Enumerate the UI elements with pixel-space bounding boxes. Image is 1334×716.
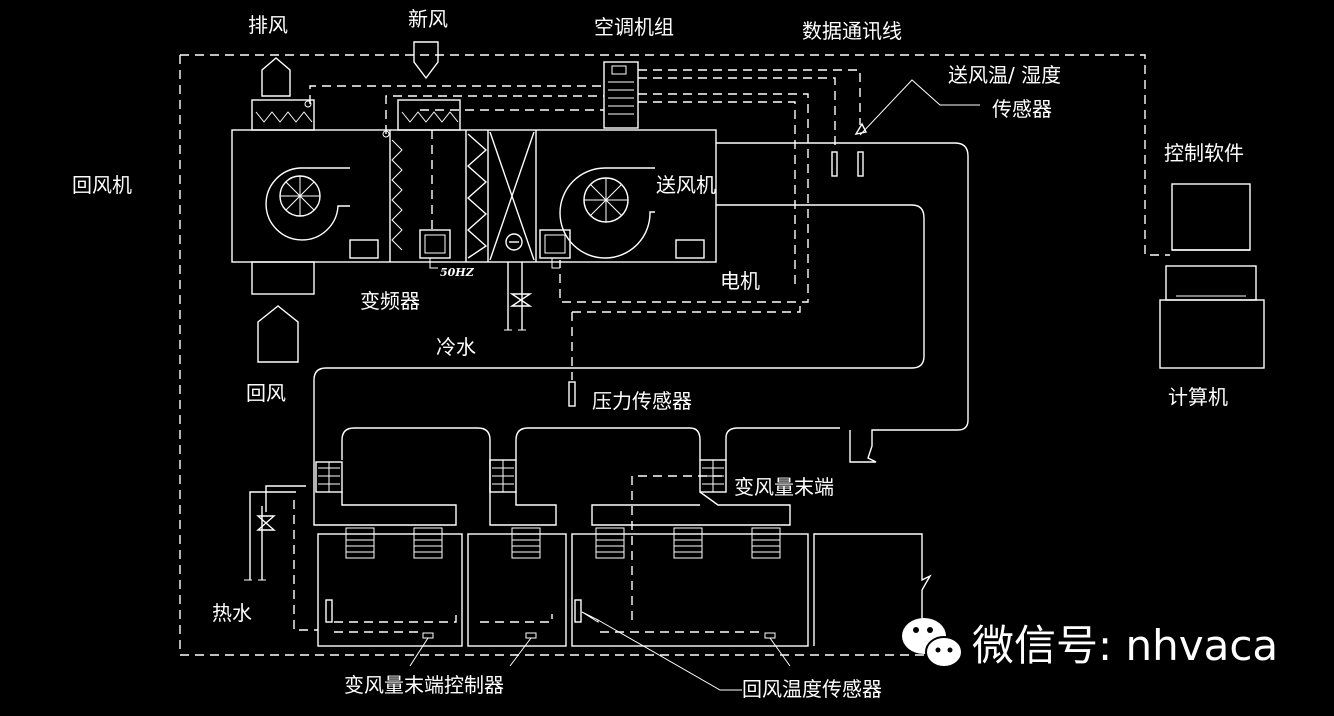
return-fan bbox=[265, 167, 379, 259]
supply-duct-main bbox=[313, 142, 969, 470]
return-air-duct bbox=[251, 261, 315, 363]
wechat-icon bbox=[902, 618, 963, 668]
label-supply-th-sensor-1: 送风温/ 湿度 bbox=[948, 63, 1061, 87]
label-supply-fan: 送风机 bbox=[656, 173, 716, 197]
air-handling-unit bbox=[231, 129, 717, 263]
label-exhaust: 排风 bbox=[248, 13, 288, 37]
label-pressure-sensor: 压力传感器 bbox=[592, 389, 692, 413]
label-control-software: 控制软件 bbox=[1164, 141, 1244, 165]
label-return-fan: 回风机 bbox=[72, 173, 132, 197]
label-fresh-air: 新风 bbox=[408, 7, 448, 31]
control-boundary bbox=[179, 54, 1170, 656]
ahu-controller bbox=[603, 61, 639, 129]
label-supply-th-sensor-2: 传感器 bbox=[992, 97, 1052, 121]
supply-th-sensors bbox=[831, 79, 980, 177]
label-return-air: 回风 bbox=[246, 381, 286, 405]
vav-branch-ducts bbox=[313, 427, 840, 526]
watermark-text: 微信号: nhvaca bbox=[972, 621, 1278, 670]
fresh-air-duct bbox=[382, 41, 461, 138]
label-vav-controller: 变风量末端控制器 bbox=[344, 673, 504, 697]
label-data-line: 数据通讯线 bbox=[802, 19, 902, 43]
exhaust-duct bbox=[251, 57, 315, 131]
controller-leaders bbox=[409, 637, 791, 667]
label-motor: 电机 bbox=[720, 269, 760, 293]
motor-box bbox=[539, 229, 571, 269]
hot-water-valve bbox=[244, 485, 318, 631]
pressure-sensor bbox=[568, 381, 576, 407]
label-freq: 50HZ bbox=[440, 266, 475, 279]
data-communication-lines bbox=[309, 69, 861, 380]
supply-fan bbox=[559, 167, 705, 259]
label-ahu: 空调机组 bbox=[594, 15, 674, 39]
rooms bbox=[317, 475, 932, 691]
label-inverter: 变频器 bbox=[360, 289, 420, 313]
label-return-temp-sensor: 回风温度传感器 bbox=[742, 677, 882, 701]
label-chilled-water: 冷水 bbox=[436, 335, 476, 359]
label-vav-terminal: 变风量末端 bbox=[734, 475, 834, 499]
chilled-water-valve bbox=[504, 262, 533, 331]
label-hot-water: 热水 bbox=[212, 601, 252, 625]
computer bbox=[1159, 183, 1265, 369]
inverter-box bbox=[419, 229, 451, 269]
diffusers bbox=[345, 527, 781, 559]
label-computer: 计算机 bbox=[1168, 385, 1228, 409]
